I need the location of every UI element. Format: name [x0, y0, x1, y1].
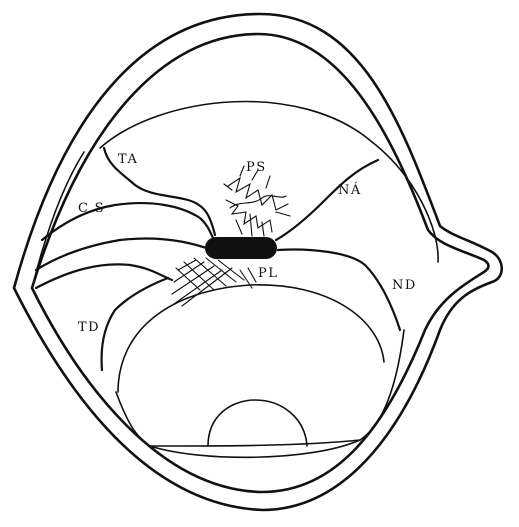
- vessel-na: [276, 160, 378, 240]
- label-nd: ND: [392, 278, 417, 293]
- vessel-nd: [278, 250, 400, 330]
- valve-semicircle: [208, 400, 307, 446]
- right-wall-band: [372, 142, 438, 262]
- label-ps: PS: [246, 160, 267, 175]
- ps-plexus: [224, 166, 290, 236]
- label-na: NÁ: [338, 182, 362, 198]
- label-cs: C.S: [78, 201, 105, 216]
- atrial-roof: [100, 102, 372, 148]
- label-td: TD: [78, 320, 100, 335]
- label-pl: PL: [258, 266, 278, 281]
- central-node: [205, 237, 277, 259]
- vessel-cs: [42, 203, 214, 240]
- ventricle-floor: [116, 330, 404, 446]
- vessel-td: [102, 278, 168, 370]
- label-ta: TA: [118, 152, 138, 167]
- outer-contour: [14, 14, 502, 510]
- ventricle-outline: [118, 285, 384, 392]
